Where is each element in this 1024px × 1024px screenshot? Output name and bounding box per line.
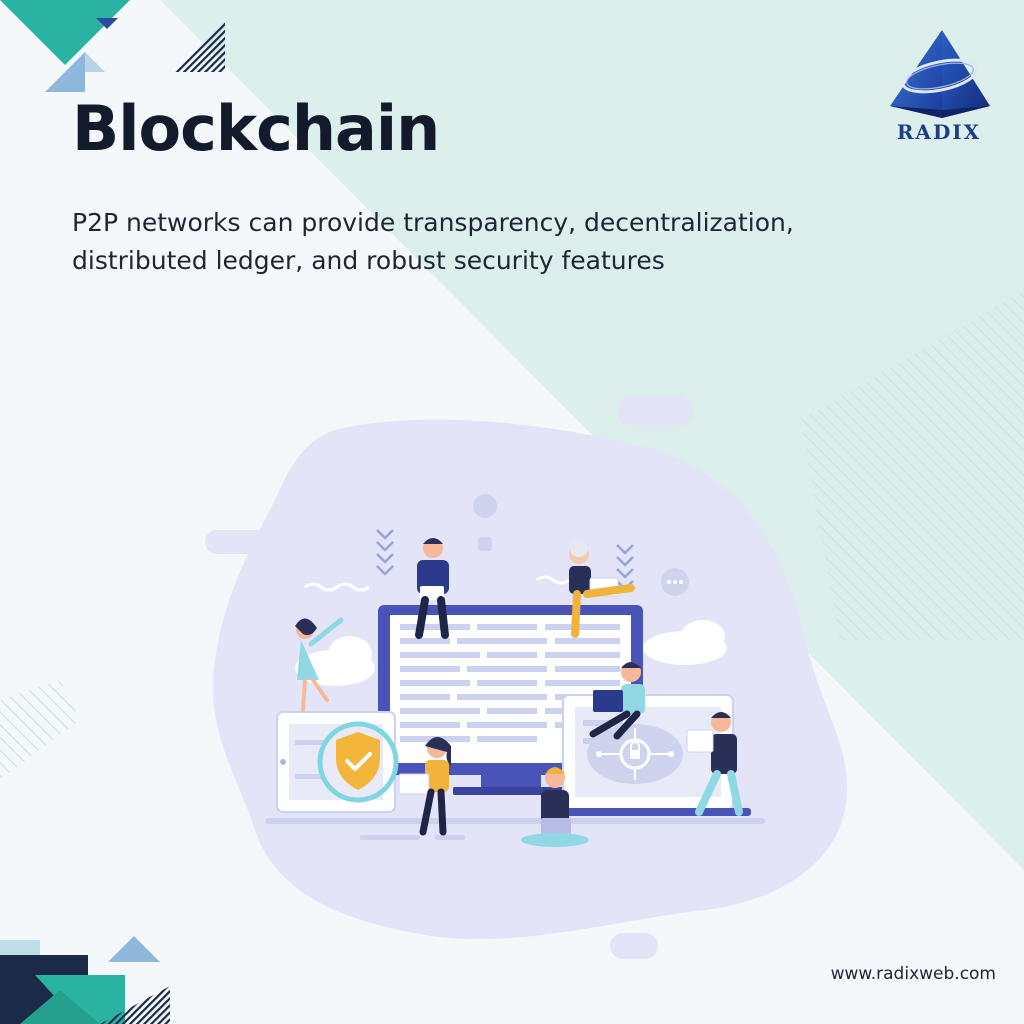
right-hatch-lines bbox=[800, 290, 1024, 640]
person-man-sitting-bottom bbox=[521, 767, 589, 847]
top-left-blue-triangle bbox=[96, 18, 118, 29]
bottom-left-hatched-triangle bbox=[100, 986, 170, 1024]
top-left-light-triangle-1 bbox=[45, 52, 85, 92]
bottom-left-teal-triangle bbox=[35, 975, 125, 1024]
base-dash-1 bbox=[360, 835, 420, 840]
chat-bubble-icon bbox=[661, 568, 689, 596]
person-woman-yellow bbox=[398, 737, 451, 836]
top-left-hatched-triangle bbox=[175, 22, 225, 72]
page-subtitle: P2P networks can provide transparency, d… bbox=[72, 208, 794, 275]
website-url[interactable]: www.radixweb.com bbox=[830, 964, 996, 984]
lightbulb-icon bbox=[473, 494, 498, 551]
person-woman-left bbox=[295, 617, 344, 712]
top-left-light-triangle-2 bbox=[85, 52, 105, 72]
wave-right bbox=[536, 575, 570, 585]
base-dash-2 bbox=[435, 835, 465, 840]
blockchain-illustration bbox=[205, 396, 847, 959]
brand-logo-text: RADIX bbox=[896, 120, 982, 144]
top-left-teal-triangle bbox=[0, 0, 130, 65]
person-man-far-right bbox=[686, 712, 743, 816]
bottom-left-teal-lower bbox=[20, 990, 100, 1024]
person-sitting-monitor-top bbox=[415, 538, 449, 639]
base-platform bbox=[265, 818, 765, 824]
left-hatch-lines bbox=[0, 680, 80, 780]
page-title: Blockchain bbox=[72, 92, 440, 165]
wave-left bbox=[304, 582, 370, 592]
cloud-right bbox=[643, 620, 727, 665]
person-woman-laptop-top bbox=[569, 539, 635, 638]
shield-check-icon bbox=[317, 721, 399, 803]
person-man-right-laptop bbox=[589, 662, 645, 740]
radix-pyramid-logo bbox=[890, 30, 990, 118]
bottom-left-blue-triangle bbox=[108, 936, 160, 962]
lock-circuit-icon bbox=[587, 724, 683, 784]
